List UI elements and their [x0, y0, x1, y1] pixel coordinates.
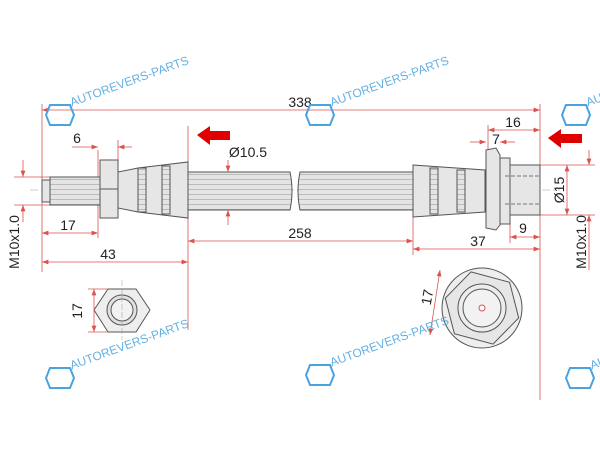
watermark-logo-icon	[560, 104, 592, 126]
dim-right-fitting-diameter: Ø15	[551, 177, 567, 204]
right-round-end-view	[428, 267, 523, 349]
watermark-6: AUTOREVERS-PARTS	[564, 316, 600, 389]
dim-right-end-length: 37	[470, 233, 486, 249]
direction-arrow-left	[197, 126, 230, 145]
dim-hose-length: 258	[288, 225, 312, 241]
left-hex-end-view	[88, 280, 151, 340]
dim-right-flange-offset: 16	[505, 114, 521, 130]
direction-arrow-right	[548, 129, 582, 148]
watermark-2: AUTOREVERS-PARTS	[304, 53, 451, 126]
svg-text:AUTOREVERS-PARTS: AUTOREVERS-PARTS	[328, 313, 451, 369]
dim-left-thread-length: 17	[60, 217, 76, 233]
dim-right-hex-size: 17	[418, 288, 436, 306]
dim-right-thread-spec: M10x1.0	[573, 215, 589, 269]
dim-left-nut-width: 6	[73, 130, 81, 146]
watermark-logo-icon	[304, 104, 336, 126]
left-fitting	[41, 159, 189, 219]
dim-total-length: 338	[288, 94, 312, 110]
svg-text:AUTOREVERS-PARTS: AUTOREVERS-PARTS	[68, 53, 191, 109]
dim-left-end-length: 43	[100, 246, 116, 262]
watermark-logo-icon	[44, 104, 76, 126]
dim-right-thread-length: 9	[519, 220, 527, 236]
watermark-3: AUTOREVERS-PARTS	[560, 53, 600, 126]
watermark-logo-icon	[304, 364, 336, 386]
right-fitting	[412, 147, 541, 231]
dim-left-thread-spec: M10x1.0	[6, 215, 22, 269]
svg-text:AUTOREVERS-PARTS: AUTOREVERS-PARTS	[584, 53, 600, 109]
dim-left-hex-size: 17	[69, 303, 85, 319]
svg-text:AUTOREVERS-PARTS: AUTOREVERS-PARTS	[328, 53, 451, 109]
watermark-1: AUTOREVERS-PARTS	[44, 53, 191, 126]
watermark-5: AUTOREVERS-PARTS	[304, 313, 451, 386]
hose-body	[187, 171, 414, 211]
watermark-logo-icon	[44, 367, 76, 389]
dim-hose-diameter: Ø10.5	[229, 144, 267, 160]
watermark-logo-icon	[564, 367, 596, 389]
svg-text:AUTOREVERS-PARTS: AUTOREVERS-PARTS	[588, 316, 600, 372]
dimension-lines	[20, 107, 592, 270]
dim-right-flange-width: 7	[492, 131, 500, 147]
